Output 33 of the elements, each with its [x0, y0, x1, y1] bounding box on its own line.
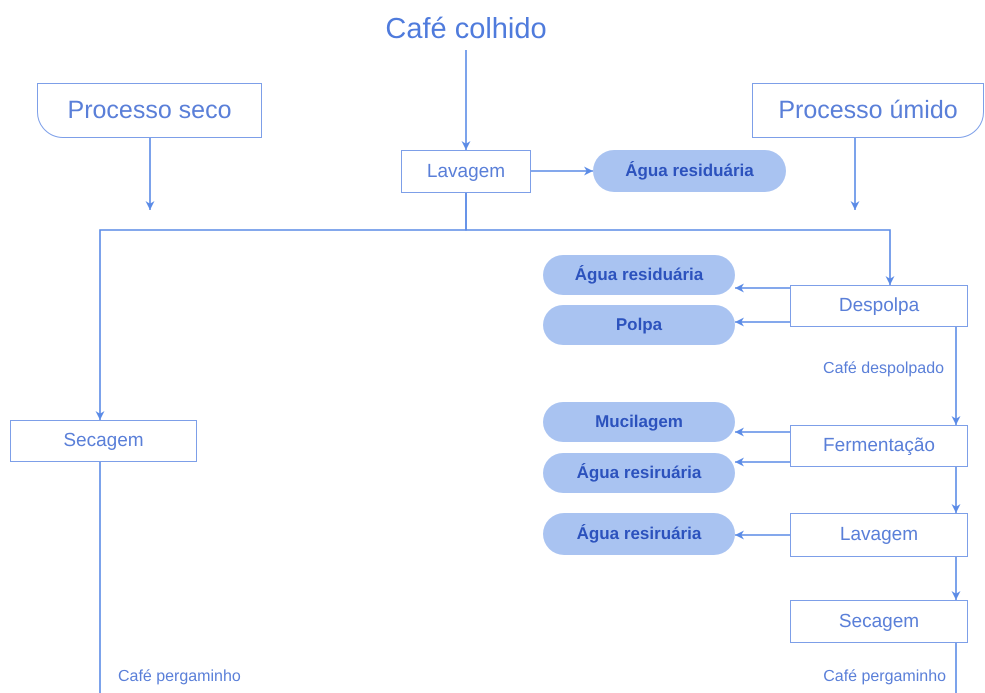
process-start-box: Processo seco	[37, 83, 262, 138]
process-box: Secagem	[10, 420, 197, 462]
process-box: Secagem	[790, 600, 968, 643]
arrow	[850, 138, 860, 210]
connector-line	[955, 643, 957, 693]
edge-label: Café despolpado	[823, 360, 944, 378]
process-start-box: Processo úmido	[752, 83, 984, 138]
arrow	[952, 467, 960, 513]
arrow	[465, 193, 894, 285]
output-pill: Água residuária	[593, 150, 786, 192]
arrow	[735, 318, 790, 326]
process-box: Despolpa	[790, 285, 968, 327]
arrow	[735, 428, 790, 436]
arrow	[531, 166, 593, 176]
output-pill: Polpa	[543, 305, 735, 345]
arrow	[735, 284, 790, 292]
process-box: Fermentação	[790, 425, 968, 467]
output-pill: Água resiruária	[543, 513, 735, 555]
arrow	[146, 138, 154, 210]
edge-label: Café pergaminho	[118, 668, 241, 686]
arrow	[735, 530, 790, 540]
connector-line	[99, 462, 101, 693]
output-pill: Água resiruária	[543, 453, 735, 493]
edge-label: Café pergaminho	[823, 668, 946, 686]
output-pill: Mucilagem	[543, 402, 735, 442]
process-box: Lavagem	[401, 150, 531, 193]
heading-text: Café colhido	[372, 10, 560, 50]
arrow	[735, 458, 790, 466]
arrow	[952, 327, 960, 425]
process-box: Lavagem	[790, 513, 968, 557]
output-pill: Água residuária	[543, 255, 735, 295]
arrow	[462, 50, 470, 150]
arrow	[952, 557, 960, 600]
